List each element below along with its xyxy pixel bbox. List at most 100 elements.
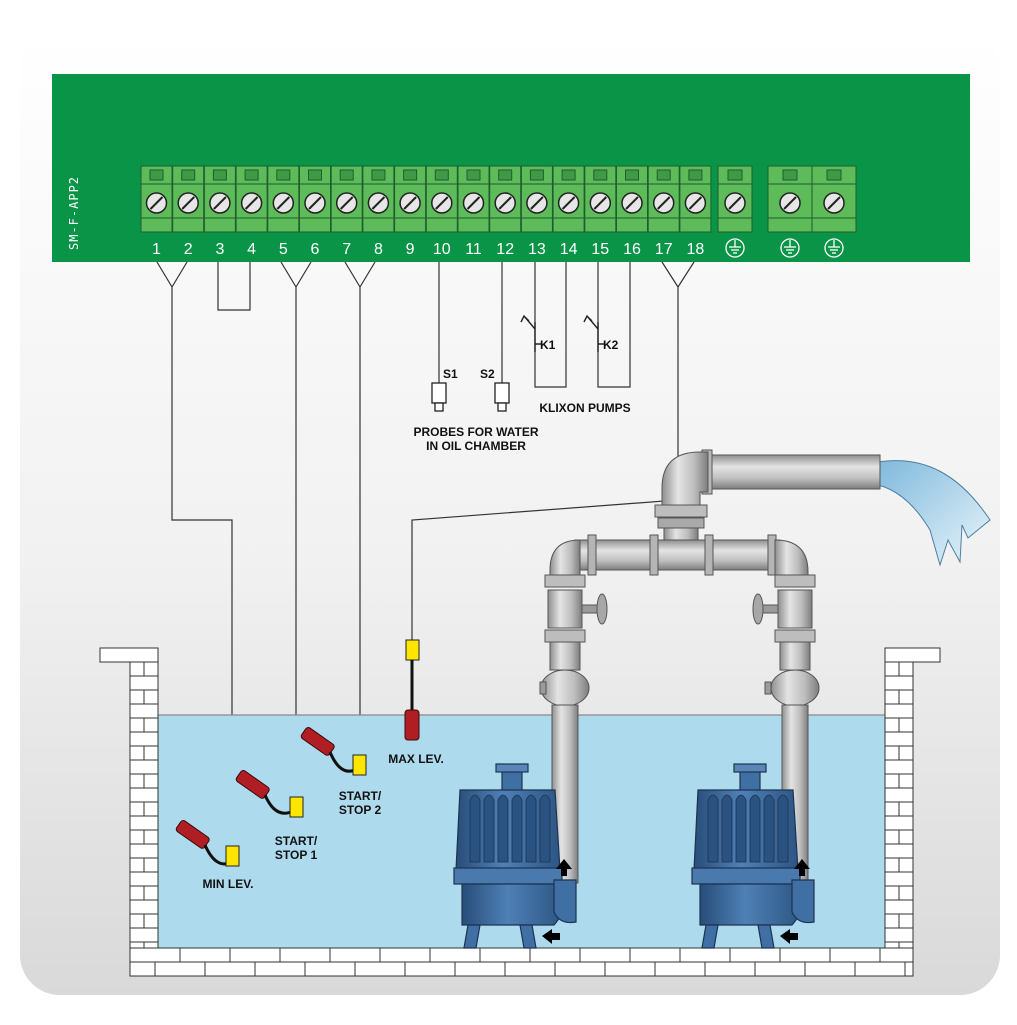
- terminal-slot: [212, 169, 227, 181]
- brick: [143, 857, 159, 873]
- brick: [129, 913, 145, 929]
- pump-collar: [691, 867, 801, 885]
- brick: [479, 947, 531, 963]
- terminal-number: 13: [528, 241, 546, 258]
- brick: [729, 947, 781, 963]
- terminal-slot: [434, 169, 449, 181]
- cooling-fin: [749, 794, 761, 863]
- submersible-pump-left: [453, 763, 577, 949]
- brick: [454, 961, 506, 977]
- brick: [429, 947, 481, 963]
- brick: [229, 947, 281, 963]
- brick: [143, 885, 159, 901]
- probes-caption-line2: IN OIL CHAMBER: [426, 439, 526, 453]
- terminal-12: 12: [489, 165, 522, 258]
- screw-slot: [827, 196, 841, 210]
- brick: [629, 947, 681, 963]
- brick: [898, 829, 914, 845]
- probe-s1-tip: [434, 402, 444, 412]
- brick: [279, 947, 331, 963]
- cooling-fin: [707, 794, 719, 863]
- left-valve-cap: [539, 681, 547, 695]
- klixon-k1-label: K1: [540, 338, 556, 352]
- brick: [129, 801, 145, 817]
- screw-slot: [371, 196, 386, 210]
- manifold-pipe: [574, 539, 781, 571]
- brick: [884, 843, 914, 859]
- terminal-number: 9: [406, 241, 415, 258]
- float-start2-weight: [352, 754, 367, 776]
- brick: [754, 961, 806, 977]
- label-start-stop-1-a: START/: [275, 834, 318, 848]
- brick: [904, 961, 914, 977]
- brick: [129, 759, 159, 775]
- brick: [129, 773, 145, 789]
- float-switches: [175, 639, 420, 867]
- screw-slot: [593, 196, 608, 210]
- terminal-slot: [656, 169, 671, 181]
- brick: [884, 801, 900, 817]
- terminal-slot: [529, 169, 544, 181]
- terminal-9: 9: [394, 165, 427, 258]
- ground-symbol-icon: [780, 238, 800, 258]
- probe-s1-label: S1: [443, 367, 458, 381]
- brick: [129, 857, 145, 873]
- probe-s2-label: S2: [480, 367, 495, 381]
- panel-model-label: SM-F-APP2: [67, 176, 81, 250]
- brick: [129, 731, 159, 747]
- right-flange-top: [774, 574, 816, 588]
- brick-walls: [99, 647, 941, 977]
- brick: [129, 675, 159, 691]
- terminal-slot: [403, 169, 418, 181]
- terminal-number: 18: [687, 241, 705, 258]
- left-flange-top: [544, 574, 586, 588]
- probe-symbols: [431, 382, 510, 412]
- terminal-7: 7: [330, 165, 363, 258]
- screw-slot: [339, 196, 354, 210]
- gland-cap: [495, 763, 529, 773]
- klixon-k2-label: K2: [603, 338, 619, 352]
- right-valve-stem: [761, 604, 779, 614]
- probe-s2-tip: [497, 402, 507, 412]
- screw-slot: [149, 196, 164, 210]
- label-max-level: MAX LEV.: [388, 752, 444, 766]
- brick: [884, 857, 900, 873]
- brick: [143, 689, 159, 705]
- brick: [898, 717, 914, 733]
- pump-outlet: [553, 879, 577, 924]
- brick: [898, 801, 914, 817]
- brick: [898, 857, 914, 873]
- brick: [129, 843, 159, 859]
- brick: [884, 899, 914, 915]
- submersible-pump-right: [691, 763, 815, 949]
- volute-casing: [461, 883, 564, 926]
- brick: [129, 787, 159, 803]
- riser-flange-2: [657, 517, 705, 529]
- cooling-fin: [483, 794, 495, 863]
- terminal-10: 10: [425, 165, 458, 258]
- ground-symbol-icon: [824, 238, 844, 258]
- brick: [884, 689, 900, 705]
- cable-gland: [739, 769, 761, 793]
- brick: [129, 947, 181, 963]
- cooling-fin: [511, 794, 523, 863]
- brick: [143, 745, 159, 761]
- screw-slot: [728, 196, 742, 210]
- probes-caption-line1: PROBES FOR WATER: [413, 425, 538, 439]
- cooling-fin: [525, 794, 537, 863]
- brick: [898, 661, 914, 677]
- brick: [129, 871, 159, 887]
- klixon-symbols: [520, 314, 605, 352]
- terminal-slot: [561, 169, 576, 181]
- brick: [579, 947, 631, 963]
- riser-flange: [654, 504, 708, 518]
- flow-up-arrow-icon: [794, 859, 810, 876]
- terminal-number: 3: [215, 241, 224, 258]
- screw-slot: [276, 196, 291, 210]
- brick: [129, 703, 159, 719]
- wire-min-level: [156, 261, 233, 842]
- pump-foot: [519, 924, 537, 949]
- brick: [129, 717, 145, 733]
- float-max-weight: [405, 639, 420, 661]
- brick: [143, 913, 159, 929]
